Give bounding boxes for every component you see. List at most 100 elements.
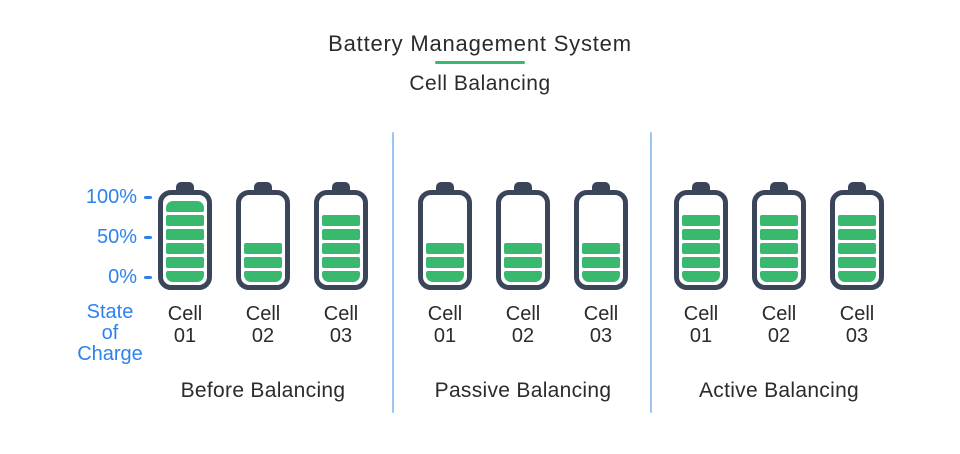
battery-body bbox=[418, 190, 472, 290]
charge-bar bbox=[504, 271, 542, 282]
battery-body bbox=[314, 190, 368, 290]
charge-bar bbox=[760, 257, 798, 268]
charge-bar bbox=[166, 271, 204, 282]
battery-icon bbox=[158, 182, 212, 290]
cell-label-line: 01 bbox=[689, 325, 713, 347]
cell-label-line: Cell bbox=[245, 303, 281, 325]
cell-label-line: Cell bbox=[839, 303, 875, 325]
cell-label-line: 02 bbox=[251, 325, 275, 347]
charge-bar bbox=[838, 215, 876, 226]
cell-label-line: Cell bbox=[427, 303, 463, 325]
group-label-active: Active Balancing bbox=[698, 379, 860, 402]
battery-body bbox=[674, 190, 728, 290]
charge-bar bbox=[322, 257, 360, 268]
axis-label-state-of-charge: State of Charge bbox=[48, 302, 172, 365]
cell-label-line: 03 bbox=[329, 325, 353, 347]
battery-icon bbox=[830, 182, 884, 290]
charge-bar bbox=[426, 257, 464, 268]
charge-bar bbox=[322, 243, 360, 254]
cell-label-line: 01 bbox=[173, 325, 197, 347]
charge-bar bbox=[682, 229, 720, 240]
axis-tick-0: 0% bbox=[0, 265, 152, 288]
cell-label-line: Cell bbox=[505, 303, 541, 325]
charge-bar bbox=[322, 271, 360, 282]
title-underline bbox=[435, 61, 525, 64]
charge-bar bbox=[166, 243, 204, 254]
cell-label-line: Cell bbox=[323, 303, 359, 325]
battery-icon bbox=[496, 182, 550, 290]
battery-body bbox=[830, 190, 884, 290]
axis-tick-label-50: 50% bbox=[96, 225, 137, 248]
charge-bar bbox=[682, 271, 720, 282]
cell-label-line: Cell bbox=[761, 303, 797, 325]
charge-bar bbox=[244, 257, 282, 268]
battery-icon bbox=[674, 182, 728, 290]
charge-bar bbox=[582, 243, 620, 254]
cell-label-line: 01 bbox=[433, 325, 457, 347]
charge-bar bbox=[838, 271, 876, 282]
axis-label-line: of bbox=[101, 322, 119, 344]
axis-tick-100: 100% bbox=[0, 185, 152, 208]
group-label-before: Before Balancing bbox=[180, 379, 346, 402]
charge-bar bbox=[838, 243, 876, 254]
cell-label-line: 02 bbox=[511, 325, 535, 347]
charge-bar bbox=[426, 243, 464, 254]
cell-label-line: 03 bbox=[845, 325, 869, 347]
group-label-passive: Passive Balancing bbox=[434, 379, 612, 402]
charge-bar bbox=[426, 271, 464, 282]
section-divider-1 bbox=[392, 132, 394, 413]
charge-bar bbox=[582, 257, 620, 268]
charge-bar bbox=[166, 215, 204, 226]
cell-label-line: Cell bbox=[583, 303, 619, 325]
charge-bar bbox=[244, 243, 282, 254]
cell-label-line: 02 bbox=[767, 325, 791, 347]
battery-icon bbox=[574, 182, 628, 290]
charge-bar bbox=[166, 229, 204, 240]
battery-body bbox=[236, 190, 290, 290]
battery-icon bbox=[314, 182, 368, 290]
axis-tick-label-0: 0% bbox=[108, 265, 137, 288]
charge-bar bbox=[760, 229, 798, 240]
battery-body bbox=[158, 190, 212, 290]
section-divider-2 bbox=[650, 132, 652, 413]
battery-body bbox=[574, 190, 628, 290]
charge-bar bbox=[682, 257, 720, 268]
charge-bar bbox=[166, 201, 204, 212]
axis-tick-50: 50% bbox=[0, 225, 152, 248]
cell-label-line: Cell bbox=[683, 303, 719, 325]
charge-bar bbox=[322, 229, 360, 240]
charge-bar bbox=[838, 229, 876, 240]
battery-body bbox=[752, 190, 806, 290]
axis-label-line: Charge bbox=[77, 343, 143, 365]
axis-tick-dash bbox=[144, 235, 152, 239]
charge-bar bbox=[582, 271, 620, 282]
charge-bar bbox=[838, 257, 876, 268]
charge-bar bbox=[504, 243, 542, 254]
axis-tick-label-100: 100% bbox=[85, 185, 137, 208]
charge-bar bbox=[682, 215, 720, 226]
axis-tick-dash bbox=[144, 195, 152, 199]
